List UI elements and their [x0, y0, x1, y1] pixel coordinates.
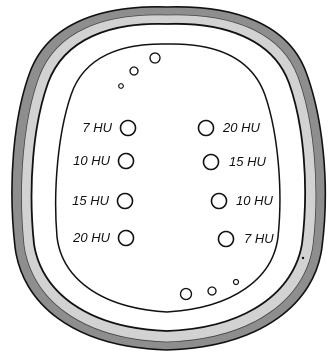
insert-label: 10 HU [236, 193, 273, 208]
insert-circle [119, 154, 134, 169]
insert-label: 7 HU [244, 231, 274, 246]
right-insert: 10 HU [212, 193, 274, 209]
reference-circle-bottom-small [234, 280, 239, 285]
insert-label: 20 HU [222, 120, 260, 135]
reference-circle-top-large [150, 53, 160, 63]
insert-label: 7 HU [82, 120, 112, 135]
left-insert: 15 HU [72, 193, 132, 209]
reference-circle-top-medium [130, 67, 138, 75]
right-insert: 20 HU [199, 120, 261, 136]
left-insert: 20 HU [72, 230, 133, 246]
insert-label: 20 HU [72, 230, 110, 245]
insert-label: 15 HU [229, 154, 266, 169]
brain-region-outline [56, 44, 280, 312]
reference-circle-top-small [119, 84, 124, 89]
insert-circle [118, 194, 133, 209]
insert-circle [121, 121, 136, 136]
edge-marker-dot [302, 257, 304, 259]
left-insert: 7 HU [82, 120, 135, 136]
insert-circle [119, 231, 134, 246]
right-insert: 7 HU [219, 231, 275, 247]
reference-circle-bottom-medium [208, 287, 216, 295]
right-insert: 15 HU [204, 154, 267, 170]
insert-circle [199, 121, 214, 136]
insert-label: 10 HU [73, 153, 110, 168]
insert-circle [204, 155, 219, 170]
left-insert: 10 HU [73, 153, 133, 169]
insert-circle [212, 194, 227, 209]
insert-label: 15 HU [72, 193, 109, 208]
reference-circle-bottom-large [181, 289, 192, 300]
insert-circle [219, 232, 234, 247]
